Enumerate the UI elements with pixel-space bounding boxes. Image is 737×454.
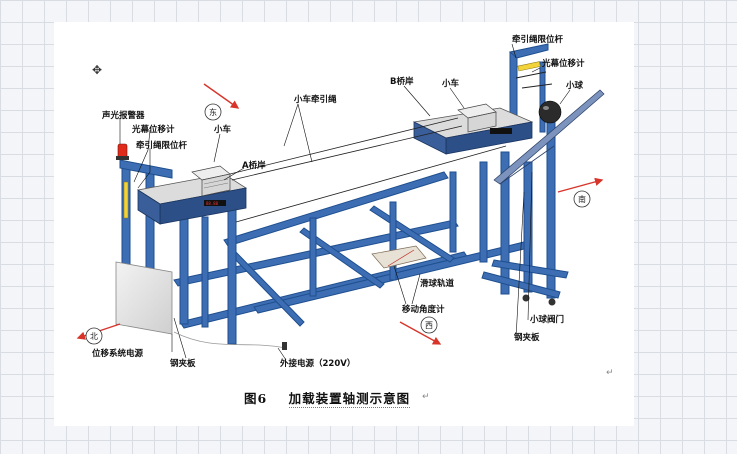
label-pier-a: A桥岸 bbox=[242, 160, 266, 171]
power-cable bbox=[173, 331, 287, 349]
label-steel-clamp-left: 钢夹板 bbox=[170, 358, 196, 369]
angle-meter bbox=[371, 245, 427, 269]
figure-sheet: 88.88 bbox=[54, 22, 634, 426]
paragraph-mark-icon: ↵ bbox=[606, 368, 614, 378]
svg-text:88.88: 88.88 bbox=[206, 201, 219, 206]
direction-south: 南 bbox=[578, 194, 586, 204]
platform-a: 88.88 bbox=[123, 165, 248, 225]
label-ball-valve: 小球阀门 bbox=[529, 314, 564, 325]
paragraph-mark-icon: ↵ bbox=[422, 392, 430, 402]
label-pier-b: B桥岸 bbox=[390, 76, 414, 87]
label-grating-displacement-left: 光幕位移计 bbox=[131, 124, 175, 135]
caption-title: 加载装置轴测示意图 bbox=[288, 391, 411, 408]
caption-number: 图6 bbox=[244, 391, 268, 406]
label-rope-limit-rod-right: 牵引绳限位杆 bbox=[512, 34, 564, 45]
direction-south-circle bbox=[573, 190, 591, 208]
figure-caption: 图6 加载装置轴测示意图 bbox=[244, 388, 411, 408]
label-grating-displacement-right: 光幕位移计 bbox=[541, 58, 585, 69]
cart-ropes bbox=[229, 117, 507, 223]
label-rope-limit-rod-left: 牵引绳限位杆 bbox=[136, 140, 188, 151]
label-displacement-power: 位移系统电源 bbox=[92, 348, 144, 359]
move-cursor-icon: ✥ bbox=[92, 63, 103, 77]
label-cart-right: 小车 bbox=[441, 78, 460, 89]
direction-north: 北 bbox=[90, 332, 98, 341]
direction-east-circle bbox=[204, 103, 222, 121]
label-steel-clamp-right: 钢夹板 bbox=[514, 332, 540, 343]
direction-west: 西 bbox=[425, 321, 433, 330]
direction-west-circle bbox=[420, 316, 438, 334]
label-sound-light-alarm: 声光报警器 bbox=[101, 110, 145, 121]
direction-markers: 东 南 北 西 bbox=[76, 83, 604, 345]
loading-device-diagram: 88.88 bbox=[76, 34, 605, 369]
label-external-power: 外接电源（220V） bbox=[279, 358, 355, 369]
ball-rail bbox=[493, 89, 605, 185]
leader-lines bbox=[119, 43, 571, 361]
label-cart-rope: 小车牵引绳 bbox=[293, 94, 337, 105]
label-moving-angle-meter: 移动角度计 bbox=[402, 304, 445, 315]
label-slide-rail: 滑球轨道 bbox=[420, 278, 455, 289]
main-frame bbox=[119, 43, 569, 345]
platform-b bbox=[412, 61, 553, 155]
alarm-light bbox=[116, 143, 129, 160]
direction-north-circle bbox=[85, 327, 103, 345]
direction-east: 东 bbox=[209, 107, 217, 117]
power-cabinet bbox=[115, 261, 173, 335]
label-ball: 小球 bbox=[565, 80, 584, 91]
ball bbox=[538, 100, 562, 124]
label-cart-left: 小车 bbox=[213, 124, 232, 135]
